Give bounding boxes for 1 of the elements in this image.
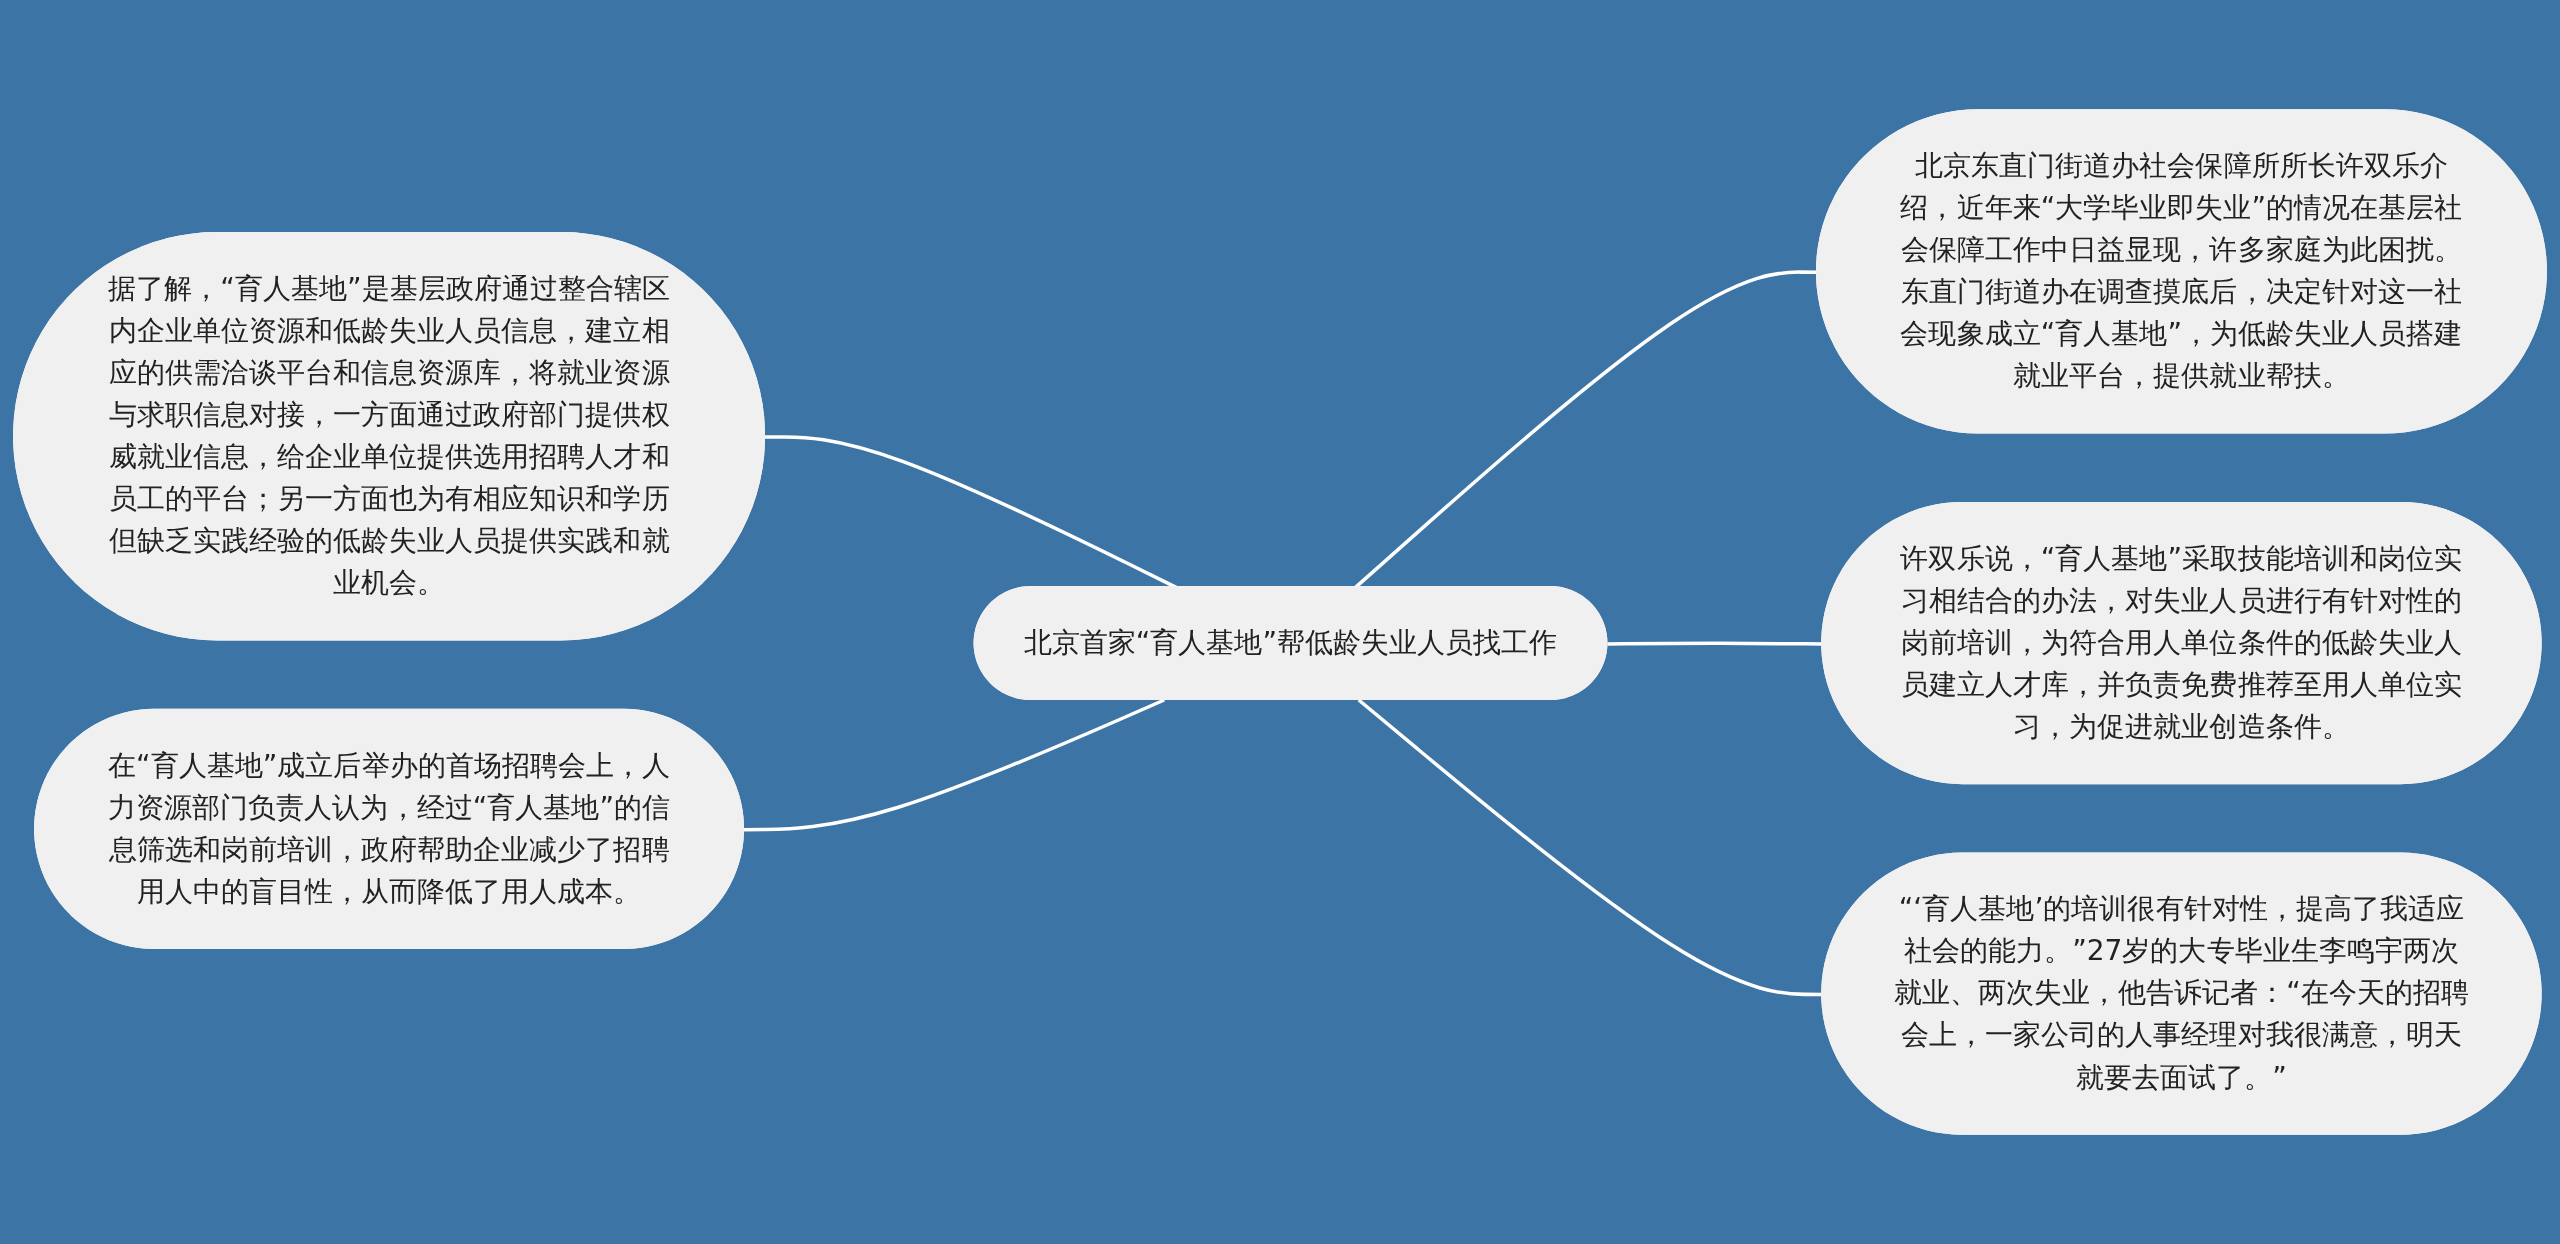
connector	[743, 698, 1165, 832]
